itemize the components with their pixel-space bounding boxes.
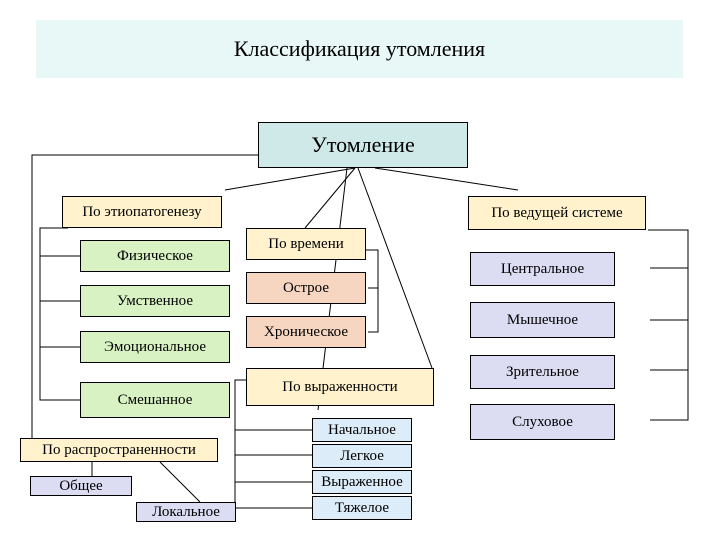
connector-root-etio-box: [224, 167, 356, 191]
leaf-acute: Острое: [246, 272, 366, 304]
connector-system-bracket: [648, 229, 689, 421]
leaf-severe: Тяжелое: [312, 496, 412, 520]
leaf-central: Центральное: [470, 252, 615, 286]
connector-root-severity: [357, 167, 433, 369]
page-title: Классификация утомления: [36, 20, 683, 78]
leaf-chronic: Хроническое: [246, 316, 366, 348]
connector-root-system-box: [374, 167, 519, 191]
category-prevalence: По распространенности: [20, 438, 218, 462]
leaf-mental: Умственное: [80, 285, 230, 317]
leaf-initial: Начальное: [312, 418, 412, 442]
connector-time-bracket: [365, 249, 379, 333]
category-time: По времени: [246, 228, 366, 260]
leaf-local: Локальное: [136, 502, 236, 522]
leaf-pronounced: Выраженное: [312, 470, 412, 494]
connector-severity-bracket: [234, 379, 312, 509]
root-node: Утомление: [258, 122, 468, 168]
leaf-auditory: Слуховое: [470, 404, 615, 440]
leaf-light: Легкое: [312, 444, 412, 468]
connector-etio-bracket: [39, 227, 80, 401]
connector-prevalence-local: [159, 461, 201, 503]
leaf-general: Общее: [30, 476, 132, 496]
leaf-mixed: Смешанное: [80, 382, 230, 418]
category-severity: По выраженности: [246, 368, 434, 406]
leaf-muscle: Мышечное: [470, 302, 615, 338]
connector-root-time: [304, 167, 356, 229]
category-etiopathogenesis: По этиопатогенезу: [62, 196, 222, 228]
category-leading-system: По ведущей системе: [468, 196, 646, 230]
leaf-visual: Зрительное: [470, 355, 615, 389]
leaf-physical: Физическое: [80, 240, 230, 272]
leaf-emotional: Эмоциональное: [80, 331, 230, 363]
